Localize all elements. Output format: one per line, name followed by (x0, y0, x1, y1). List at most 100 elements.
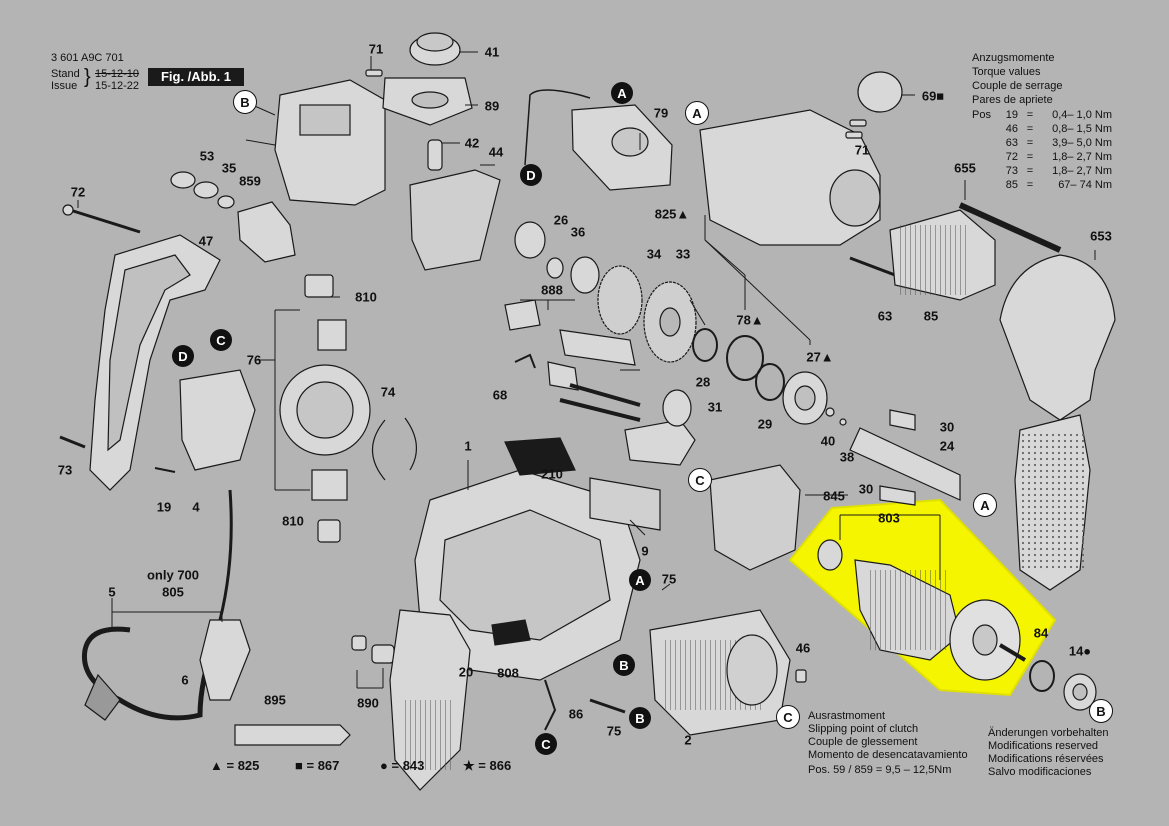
part-label: 46 (795, 640, 811, 656)
legend-item-867: ■ = 867 (295, 758, 340, 773)
part-label: 890 (357, 695, 379, 711)
part-label: 19 (156, 499, 172, 515)
part-label: 71 (368, 41, 384, 57)
clutch-line-5: Pos. 59 / 859 = 9,5 – 12,5Nm (808, 764, 952, 776)
part-label: 35 (221, 160, 237, 176)
part-label: 805 (162, 584, 184, 600)
part-label: 24 (939, 438, 955, 454)
part-label: 71 (854, 142, 870, 158)
torque-value: 0,4– 1,0 Nm (1052, 109, 1112, 121)
marker-b-circle: B (613, 654, 635, 676)
changes-line-2: Modifications reserved (988, 740, 1099, 752)
part-label: 31 (707, 399, 723, 415)
issue-date: 15-12-22 (95, 80, 140, 92)
part-label: 803 (878, 510, 900, 526)
marker-c-circle: C (776, 705, 800, 729)
changes-line-4: Salvo modificaciones (988, 766, 1092, 778)
part-label: 69■ (921, 88, 945, 104)
part-label: 76 (246, 352, 262, 368)
part-label: 53 (199, 148, 215, 164)
clutch-line-3: Couple de glessement (808, 736, 918, 748)
part-label: 888 (541, 282, 563, 298)
part-label: 42 (464, 135, 480, 151)
torque-pos: 85 (1005, 179, 1018, 191)
part-label: 27▲ (806, 349, 834, 365)
part-label: 14● (1068, 643, 1092, 659)
clutch-line-4: Momento de desencatavamiento (808, 749, 968, 761)
part-label: 655 (954, 160, 976, 176)
legend-item-843: ● = 843 (380, 758, 425, 773)
part-label: 20 (458, 664, 474, 680)
torque-title-de: Anzugsmomente (972, 52, 1055, 64)
torque-pos: 46 (1005, 123, 1018, 135)
marker-c-circle: C (210, 329, 232, 351)
legend-item-825: ▲ = 825 (210, 758, 260, 773)
part-label: 72 (70, 184, 86, 200)
torque-eq: = (1026, 179, 1034, 191)
figure-label: Fig. /Abb. 1 (148, 68, 244, 86)
torque-value: 67– 74 Nm (1058, 179, 1112, 191)
part-label: 68 (492, 387, 508, 403)
part-label: 808 (497, 665, 519, 681)
part-label: 26 (553, 212, 569, 228)
issue-label: Issue (51, 80, 78, 92)
marker-a-circle: A (611, 82, 633, 104)
part-label: 859 (239, 173, 261, 189)
torque-eq: = (1026, 151, 1034, 163)
part-label: 5 (108, 584, 116, 600)
part-label: 79 (653, 105, 669, 121)
changes-line-1: Änderungen vorbehalten (988, 727, 1109, 739)
marker-c-circle: C (688, 468, 712, 492)
part-label: 1 (464, 438, 472, 454)
part-label: 44 (488, 144, 504, 160)
part-label: 36 (570, 224, 586, 240)
part-label: 34 (646, 246, 662, 262)
torque-value: 0,8– 1,5 Nm (1052, 123, 1112, 135)
torque-pos-label: Pos (972, 109, 991, 121)
part-label: 810 (282, 513, 304, 529)
torque-value: 1,8– 2,7 Nm (1052, 151, 1112, 163)
part-label: 89 (484, 98, 500, 114)
torque-value: 1,8– 2,7 Nm (1052, 165, 1112, 177)
bracket-glyph: } (84, 66, 91, 88)
part-label: 6 (181, 672, 189, 688)
part-label: 41 (484, 44, 500, 60)
torque-pos: 73 (1005, 165, 1018, 177)
part-label: 47 (198, 233, 214, 249)
part-label: 40 (820, 433, 836, 449)
stand-date: 15-12-10 (95, 68, 140, 80)
part-label: 28 (695, 374, 711, 390)
part-label: 9 (641, 543, 649, 559)
part-label: 75 (661, 571, 677, 587)
part-label: 84 (1033, 625, 1049, 641)
torque-title-fr: Couple de serrage (972, 80, 1063, 92)
only-700-note: only 700 (146, 567, 200, 583)
changes-line-3: Modifications réservées (988, 753, 1104, 765)
document-number: 3 601 A9C 701 (51, 52, 124, 64)
upper-housing-part (274, 79, 386, 206)
part-label: 75 (606, 723, 622, 739)
part-label: 210 (541, 466, 563, 482)
part-label: 78▲ (736, 312, 764, 328)
marker-a-circle: A (685, 101, 709, 125)
torque-eq: = (1026, 165, 1034, 177)
marker-d-circle: D (520, 164, 542, 186)
torque-eq: = (1026, 137, 1034, 149)
marker-b-circle: B (233, 90, 257, 114)
part-label: 825▲ (654, 206, 690, 222)
torque-eq: = (1026, 123, 1034, 135)
torque-value: 3,9– 5,0 Nm (1052, 137, 1112, 149)
torque-pos: 63 (1005, 137, 1018, 149)
stand-label: Stand (51, 68, 80, 80)
clutch-line-1: Ausrastmoment (808, 710, 886, 722)
part-label: 30 (939, 419, 955, 435)
marker-d-circle: D (172, 345, 194, 367)
marker-b-circle: B (1089, 699, 1113, 723)
part-label: 86 (568, 706, 584, 722)
part-label: 33 (675, 246, 691, 262)
part-label: 653 (1090, 228, 1112, 244)
part-label: 38 (839, 449, 855, 465)
part-label: 63 (877, 308, 893, 324)
